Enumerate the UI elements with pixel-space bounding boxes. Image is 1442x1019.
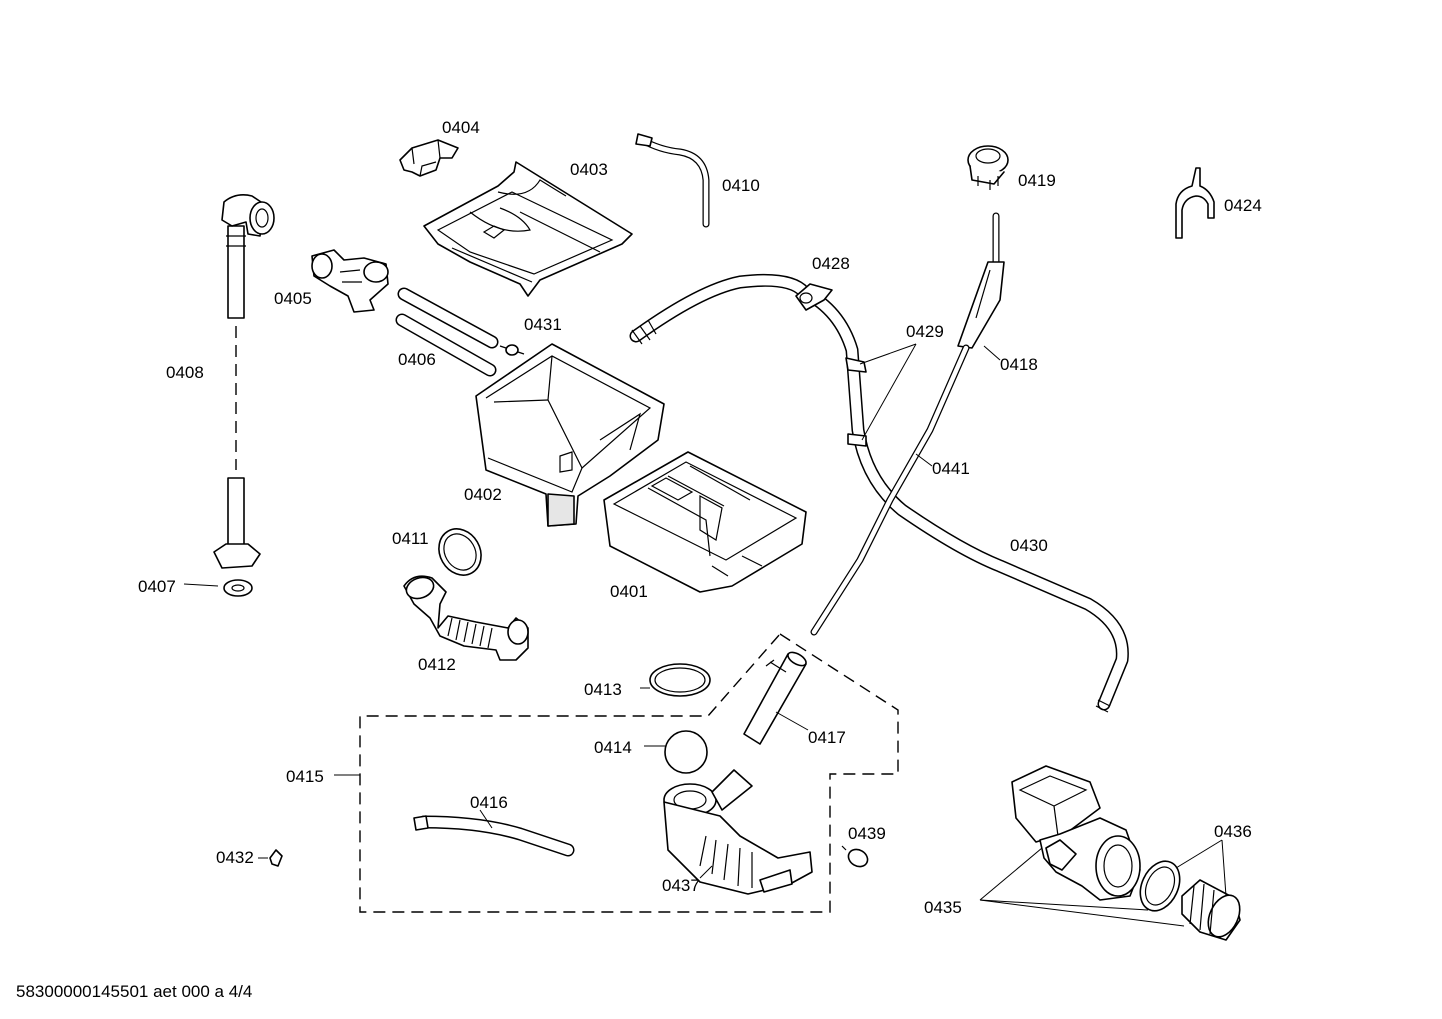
label-0429: 0429 — [906, 322, 944, 341]
label-0430: 0430 — [1010, 536, 1048, 555]
part-0416-hose — [413, 815, 575, 857]
part-0435-pump — [1011, 765, 1141, 901]
label-0441: 0441 — [932, 459, 970, 478]
part-0418-hose — [957, 212, 1005, 349]
label-0415: 0415 — [286, 767, 324, 786]
label-0419: 0419 — [1018, 171, 1056, 190]
label-0411: 0411 — [392, 529, 429, 548]
part-0428-clamp — [795, 283, 833, 311]
part-0402-dispenser-housing — [475, 343, 665, 527]
label-0401: 0401 — [610, 582, 648, 601]
label-0403: 0403 — [570, 160, 608, 179]
part-0419-pressure-switch — [967, 145, 1009, 190]
part-0414-ball — [664, 730, 708, 774]
part-0429-clamps — [845, 357, 867, 447]
part-0436-filter — [1139, 860, 1241, 941]
part-0413-ring — [649, 663, 711, 697]
part-0424-clip — [1175, 167, 1215, 239]
part-0439-clamp — [841, 845, 869, 868]
label-0437: 0437 — [662, 876, 700, 895]
part-0417-air-chamber — [743, 651, 807, 745]
label-0436: 0436 — [1214, 822, 1252, 841]
label-0417: 0417 — [808, 728, 846, 747]
label-0404: 0404 — [442, 118, 480, 137]
part-0411-seal-ring — [438, 528, 482, 576]
label-0410: 0410 — [722, 176, 760, 195]
part-0403-frame — [423, 161, 633, 297]
part-0407-washer — [223, 579, 253, 597]
part-0430-hose — [629, 273, 1129, 713]
label-0435: 0435 — [924, 898, 962, 917]
label-0439: 0439 — [848, 824, 886, 843]
label-0413: 0413 — [584, 680, 622, 699]
label-0405: 0405 — [274, 289, 312, 308]
part-0404-bracket — [399, 139, 459, 177]
label-0418: 0418 — [1000, 355, 1038, 374]
label-0402: 0402 — [464, 485, 502, 504]
part-0441-tube — [810, 344, 970, 636]
part-0401-drawer — [603, 451, 807, 593]
part-0431-clamp — [499, 344, 525, 356]
label-0432: 0432 — [216, 848, 254, 867]
part-0408-hose — [213, 194, 275, 569]
label-0414: 0414 — [594, 738, 632, 757]
group-0415-outline — [359, 633, 899, 913]
part-0410-hose — [635, 133, 710, 228]
part-0406-hoses — [395, 287, 499, 377]
label-0416: 0416 — [470, 793, 508, 812]
label-0412: 0412 — [418, 655, 456, 674]
part-0432-clip — [269, 849, 283, 867]
part-0412-bellows-hose — [403, 575, 529, 661]
leader-lines — [183, 343, 1227, 927]
label-0424: 0424 — [1224, 196, 1262, 215]
label-0406: 0406 — [398, 350, 436, 369]
part-0405-valve — [311, 249, 389, 313]
label-0431: 0431 — [524, 315, 562, 334]
callout-labels: 0404 0403 0410 0419 0424 0428 0405 0431 … — [138, 118, 1262, 917]
label-0408: 0408 — [166, 363, 204, 382]
label-0428: 0428 — [812, 254, 850, 273]
label-0407: 0407 — [138, 577, 176, 596]
part-0437-sump — [663, 769, 813, 895]
document-footer-id: 58300000145501 aet 000 a 4/4 — [16, 982, 252, 1001]
